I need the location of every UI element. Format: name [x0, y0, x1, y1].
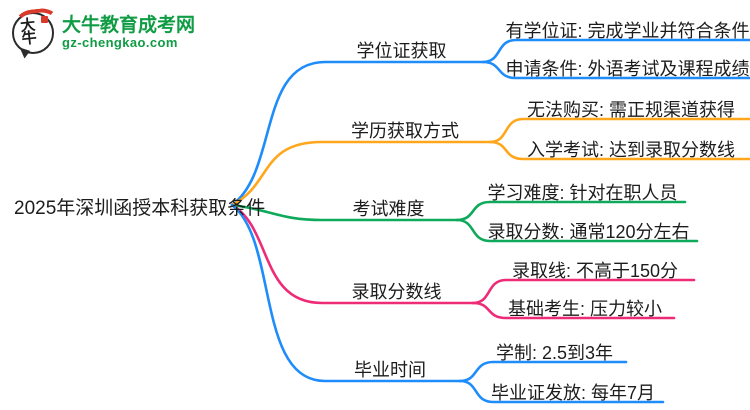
branch-1-lines: [230, 38, 750, 207]
logo-red-seal-icon: [41, 16, 48, 23]
branch-label-5: 毕业时间: [354, 360, 426, 380]
logo-domain: gz-chengkao.com: [62, 35, 178, 51]
logo-bubble-text: 大牛: [19, 16, 42, 48]
leaf-label-2b: 入学考试: 达到录取分数线: [526, 140, 735, 160]
logo-bubble-icon: 大牛: [12, 6, 61, 60]
branch-3-lines: [230, 200, 699, 243]
branch-label-4: 录取分数线: [351, 282, 442, 302]
leaf-label-3a: 学习难度: 针对在职人员: [487, 183, 678, 203]
branch-2-lines: [230, 117, 750, 207]
leaf-label-4a: 录取线: 不高于150分: [511, 261, 679, 281]
branch-5-lines: [230, 203, 665, 404]
branch-label-1: 学位证获取: [356, 41, 447, 61]
leaf-label-4b: 基础考生: 压力较小: [507, 299, 662, 319]
branch-label-2: 学历获取方式: [351, 121, 459, 141]
leaf-label-3b: 录取分数: 通常120分左右: [487, 222, 690, 242]
leaf-label-5a: 学制: 2.5到3年: [495, 343, 614, 363]
leaf-label-1a: 有学位证: 完成学业并符合条件: [505, 21, 750, 41]
leaf-label-1b: 申请条件: 外语考试及课程成绩: [505, 59, 750, 79]
branch-4-lines: [230, 203, 696, 320]
branch-label-3: 考试难度: [352, 199, 425, 219]
site-logo: 大牛 大牛教育成考网 gz-chengkao.com: [12, 6, 196, 60]
leaf-label-5b: 毕业证发放: 每年7月: [490, 383, 655, 403]
root-topic: 2025年深圳函授本科获取条件: [14, 198, 266, 219]
leaf-label-2a: 无法购买: 需正规渠道获得: [526, 100, 735, 120]
logo-brand-name: 大牛教育成考网: [62, 14, 196, 36]
